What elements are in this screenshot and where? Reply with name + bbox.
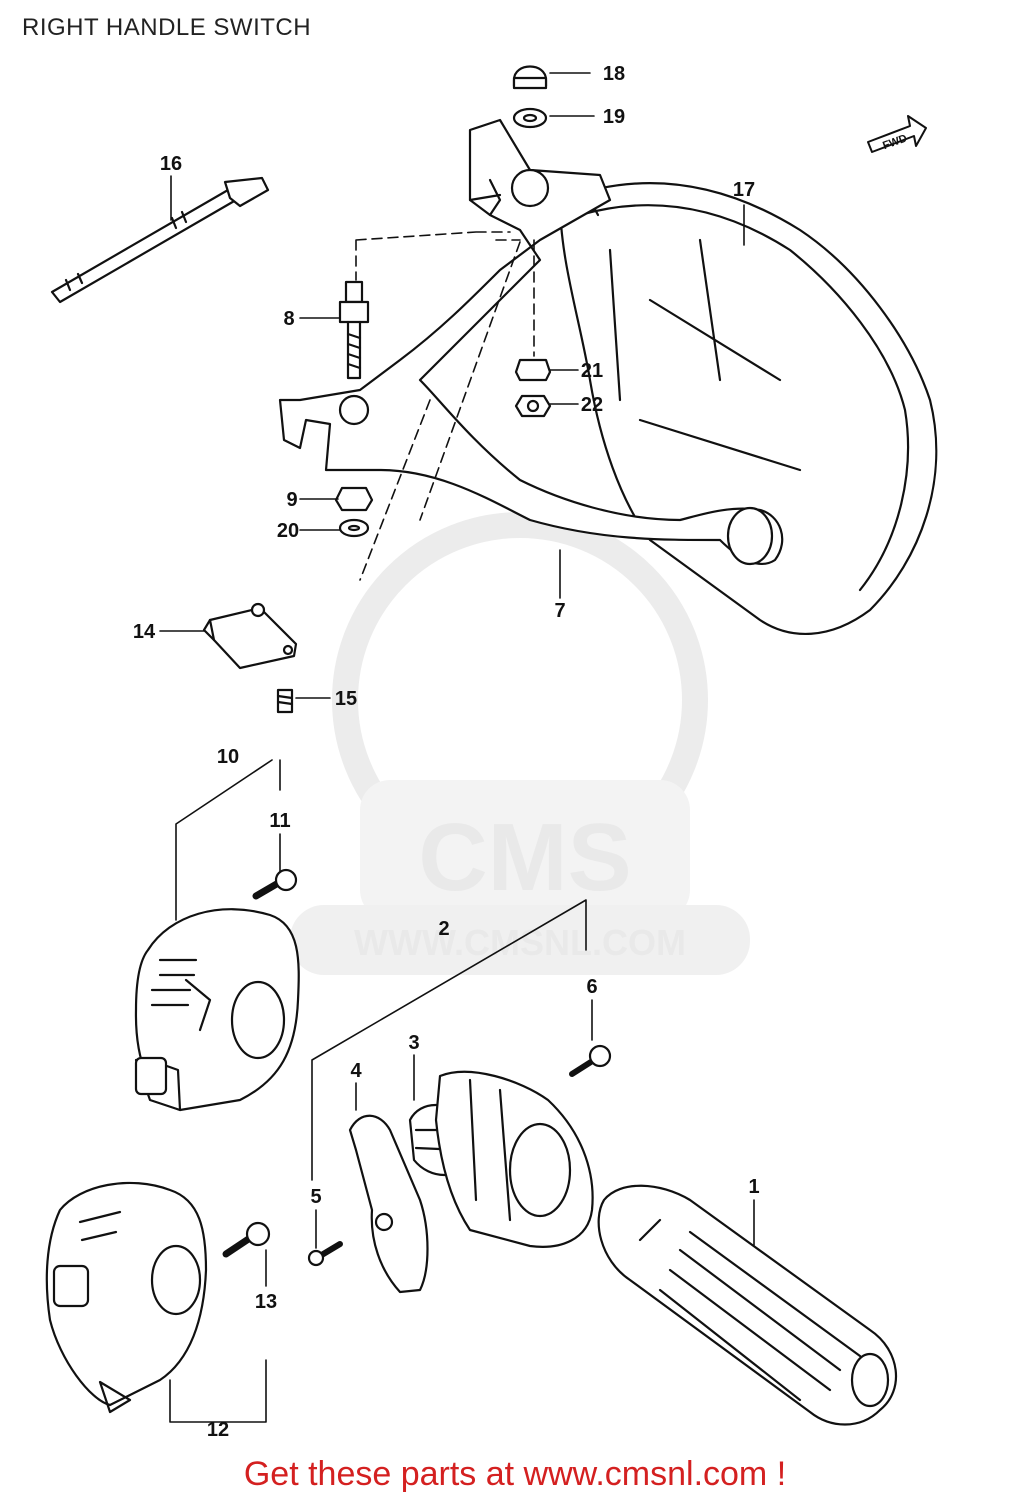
leader-lines	[159, 72, 755, 1423]
part-label-21: 21	[581, 360, 603, 382]
nut-icon	[514, 394, 552, 418]
cable-guide-plate-icon	[348, 1114, 429, 1294]
part-label-16: 16	[160, 153, 182, 175]
part-label-11: 11	[269, 810, 290, 832]
nut-icon	[514, 358, 552, 382]
screw-icon	[276, 688, 294, 714]
part-label-1: 1	[748, 1176, 759, 1198]
nut-icon	[334, 486, 374, 512]
fwd-direction-arrow: FWD	[867, 115, 927, 153]
cap-nut-icon	[512, 65, 548, 90]
washer-icon	[338, 518, 370, 538]
watermark-url: WWW.CMSNL.COM	[354, 922, 686, 963]
part-label-4: 4	[350, 1060, 362, 1082]
part-label-22: 22	[581, 394, 603, 416]
part-label-7: 7	[554, 600, 565, 622]
screw-icon	[569, 1044, 612, 1077]
screw-icon	[252, 868, 298, 900]
part-label-13: 13	[255, 1291, 277, 1313]
cable-tie-icon	[50, 176, 270, 304]
brake-lever-icon	[278, 118, 784, 566]
part-label-8: 8	[283, 308, 294, 330]
throttle-grip-icon	[597, 1184, 898, 1426]
washer-icon	[512, 107, 548, 129]
part-label-10: 10	[217, 746, 239, 768]
part-label-17: 17	[733, 179, 755, 201]
screw-icon	[307, 1241, 343, 1267]
part-labels: 18 19 17 16 8 21 22 9 20 7 14 15 10 11 2…	[133, 63, 760, 1441]
part-label-5: 5	[310, 1186, 321, 1208]
brake-light-switch-icon	[202, 602, 298, 670]
part-label-20: 20	[277, 520, 299, 542]
part-label-18: 18	[603, 63, 625, 85]
switch-housing-upper-icon	[134, 908, 300, 1112]
watermark: CMS WWW.CMSNL.COM	[290, 512, 750, 975]
throttle-housing-icon	[434, 1070, 594, 1248]
page-title: RIGHT HANDLE SWITCH	[22, 14, 312, 41]
part-label-19: 19	[603, 106, 625, 128]
pivot-bolt-icon	[338, 280, 370, 380]
part-label-12: 12	[207, 1419, 229, 1441]
switch-housing-lower-icon	[45, 1181, 208, 1414]
part-label-6: 6	[586, 976, 597, 998]
parts-store-link[interactable]: Get these parts at www.cmsnl.com !	[243, 1455, 787, 1493]
part-label-14: 14	[133, 621, 156, 643]
part-label-15: 15	[335, 688, 357, 710]
screw-icon	[222, 1221, 271, 1258]
part-label-2: 2	[438, 918, 449, 940]
watermark-url-pill	[290, 905, 750, 975]
part-label-3: 3	[408, 1032, 419, 1054]
watermark-brand: CMS	[418, 804, 631, 911]
watermark-badge-icon	[360, 780, 690, 920]
part-label-9: 9	[286, 489, 297, 511]
